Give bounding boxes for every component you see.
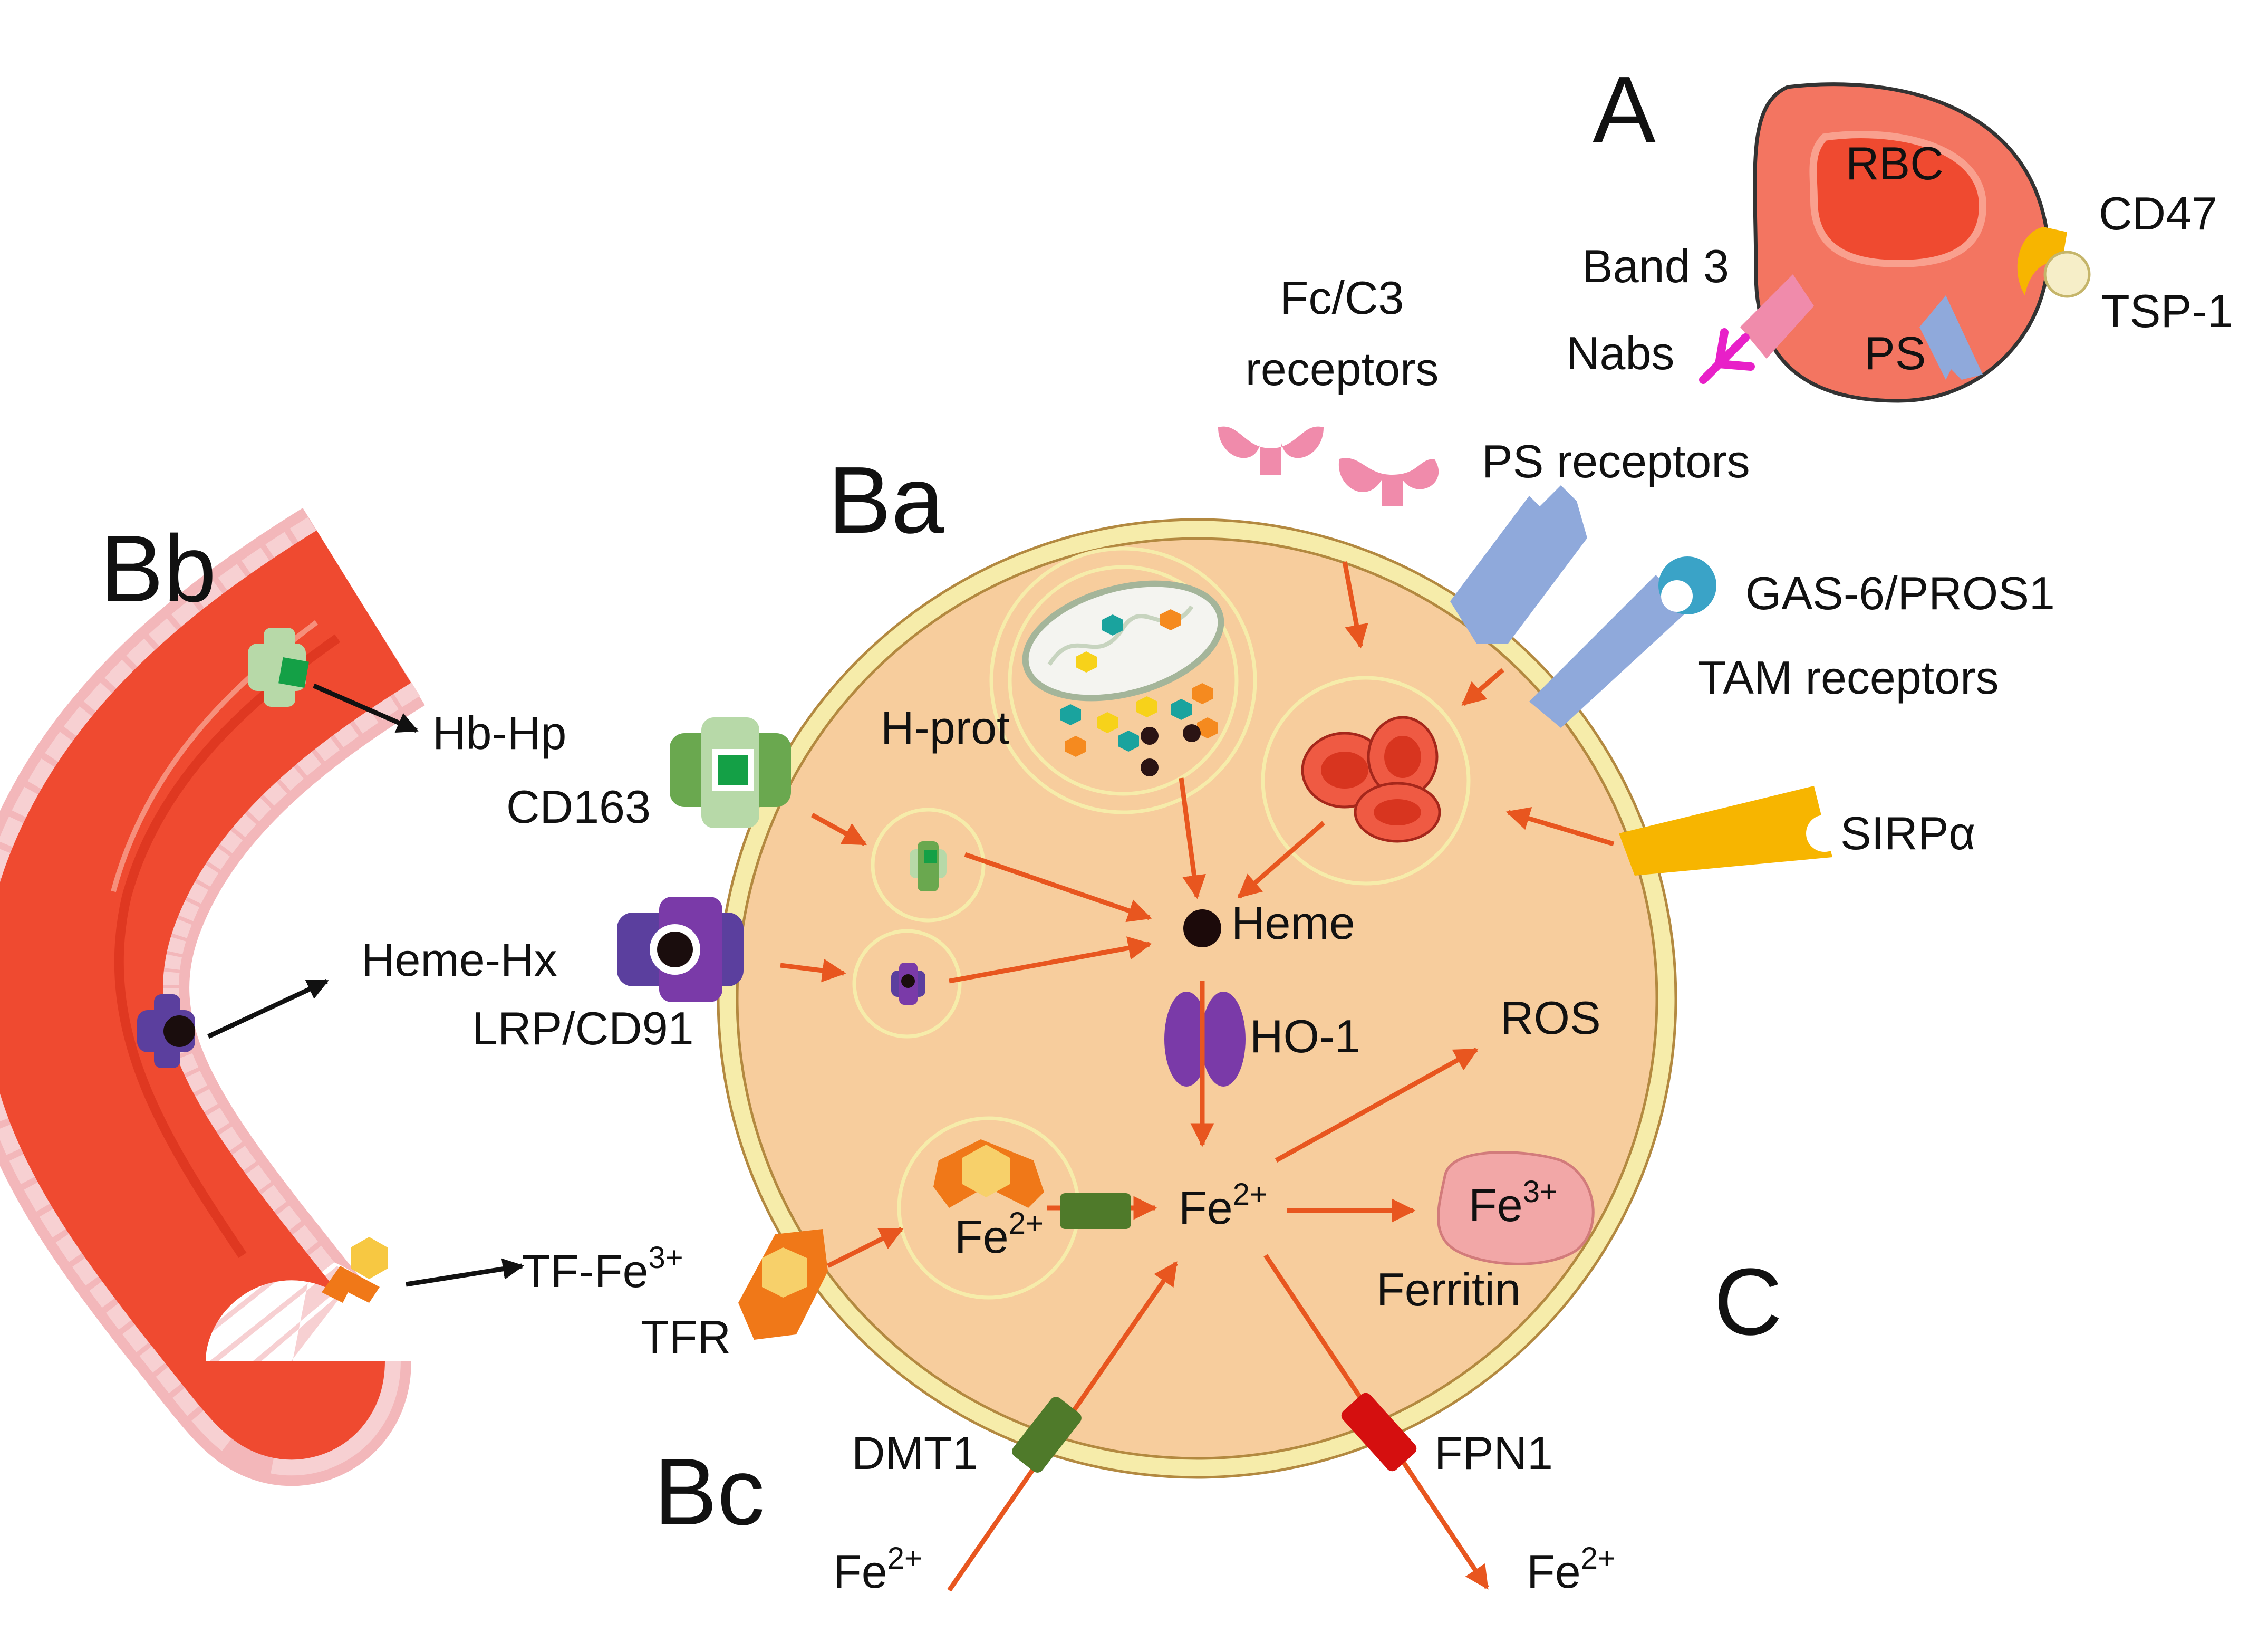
panel-label-bb: Bb	[100, 516, 216, 622]
tfr-label: TFR	[641, 1311, 731, 1363]
arrow-hb-hp	[313, 683, 419, 733]
fc-c3-receptor-icon	[1218, 426, 1439, 506]
panel-label-ba: Ba	[828, 447, 944, 553]
sirpa-receptor-icon	[1619, 786, 1843, 876]
rbc-label: RBC	[1846, 137, 1944, 189]
heme-label: Heme	[1231, 897, 1355, 949]
ho1-label: HO-1	[1250, 1010, 1360, 1062]
fe-endosome	[897, 1116, 1080, 1300]
blood-vessel	[0, 507, 425, 1485]
ps-receptors-label: PS receptors	[1482, 435, 1750, 487]
dmt1-transporter-icon	[1012, 1397, 1082, 1473]
cd47-label: CD47	[2099, 187, 2217, 239]
extracellular-fe2-in-label: Fe2+	[833, 1541, 922, 1598]
heme-hx-label: Heme-Hx	[361, 934, 557, 986]
panel-label-bc: Bc	[654, 1439, 765, 1545]
fc-c3-receptors-label-line1: Fc/C3	[1280, 272, 1404, 324]
heme-hx-complex-icon	[137, 994, 195, 1068]
panel-label-a: A	[1593, 57, 1656, 163]
hb-hp-endosome	[871, 808, 986, 923]
endosome-fe-transporter-icon	[1060, 1193, 1131, 1229]
dmt1-label: DMT1	[852, 1427, 978, 1479]
nabs-label: Nabs	[1566, 327, 1674, 379]
rbc-cell	[1753, 82, 2050, 403]
extracellular-fe2-out-label: Fe2+	[1527, 1541, 1616, 1598]
heme-icon	[1183, 909, 1221, 947]
lrp-cd91-receptor-icon	[617, 897, 744, 1002]
ferritin-icon	[1437, 1151, 1595, 1265]
panel-label-c: C	[1714, 1249, 1782, 1355]
gas6-pros1-label: GAS-6/PROS1	[1745, 567, 2055, 619]
fpn1-label: FPN1	[1434, 1427, 1553, 1479]
lrp-cd91-label: LRP/CD91	[472, 1002, 694, 1054]
heme-hx-endosome	[852, 929, 962, 1039]
tsp1-label: TSP-1	[2101, 285, 2233, 337]
tf-fe-complex-icon	[322, 1237, 388, 1303]
cd163-label: CD163	[506, 781, 651, 833]
rbc-phagosome	[1261, 676, 1471, 886]
endosome-fe2-label: Fe2+	[954, 1206, 1044, 1263]
tfr-receptor-icon	[738, 1229, 828, 1340]
tf-fe3-label: TF-Fe3+	[522, 1241, 683, 1297]
cd47-protein-icon	[2017, 227, 2067, 295]
sirpa-label: SIRPα	[1840, 807, 1975, 859]
fpn1-transporter-icon	[1341, 1393, 1417, 1472]
nabs-antibody-icon	[1699, 328, 1755, 384]
tam-receptors-label: TAM receptors	[1698, 651, 1999, 704]
tsp1-ligand-icon	[2043, 251, 2091, 298]
cd163-receptor-icon	[670, 717, 791, 828]
tam-receptor-icon	[1529, 556, 1716, 728]
arrow-heme-hx	[207, 978, 329, 1039]
ps-receptor-icon	[1450, 485, 1587, 644]
hb-hp-complex-icon	[248, 628, 309, 707]
hb-hp-label: Hb-Hp	[432, 707, 566, 759]
cytosol-fe2-label: Fe2+	[1179, 1177, 1268, 1234]
arrow-tf-fe	[406, 1258, 524, 1287]
h-prot-vesicle	[989, 546, 1257, 814]
band3-label: Band 3	[1582, 240, 1729, 292]
ros-label: ROS	[1500, 992, 1601, 1044]
ferritin-fe3-label: Fe3+	[1469, 1175, 1558, 1231]
fc-c3-receptors-label-line2: receptors	[1246, 343, 1439, 395]
ferritin-label: Ferritin	[1376, 1263, 1521, 1315]
ho1-enzyme-icon	[1164, 992, 1246, 1087]
ps-molecule-icon	[1919, 295, 1983, 380]
band3-protein-icon	[1740, 274, 1814, 359]
h-prot-label: H-prot	[881, 702, 1010, 754]
ps-label: PS	[1864, 327, 1926, 379]
